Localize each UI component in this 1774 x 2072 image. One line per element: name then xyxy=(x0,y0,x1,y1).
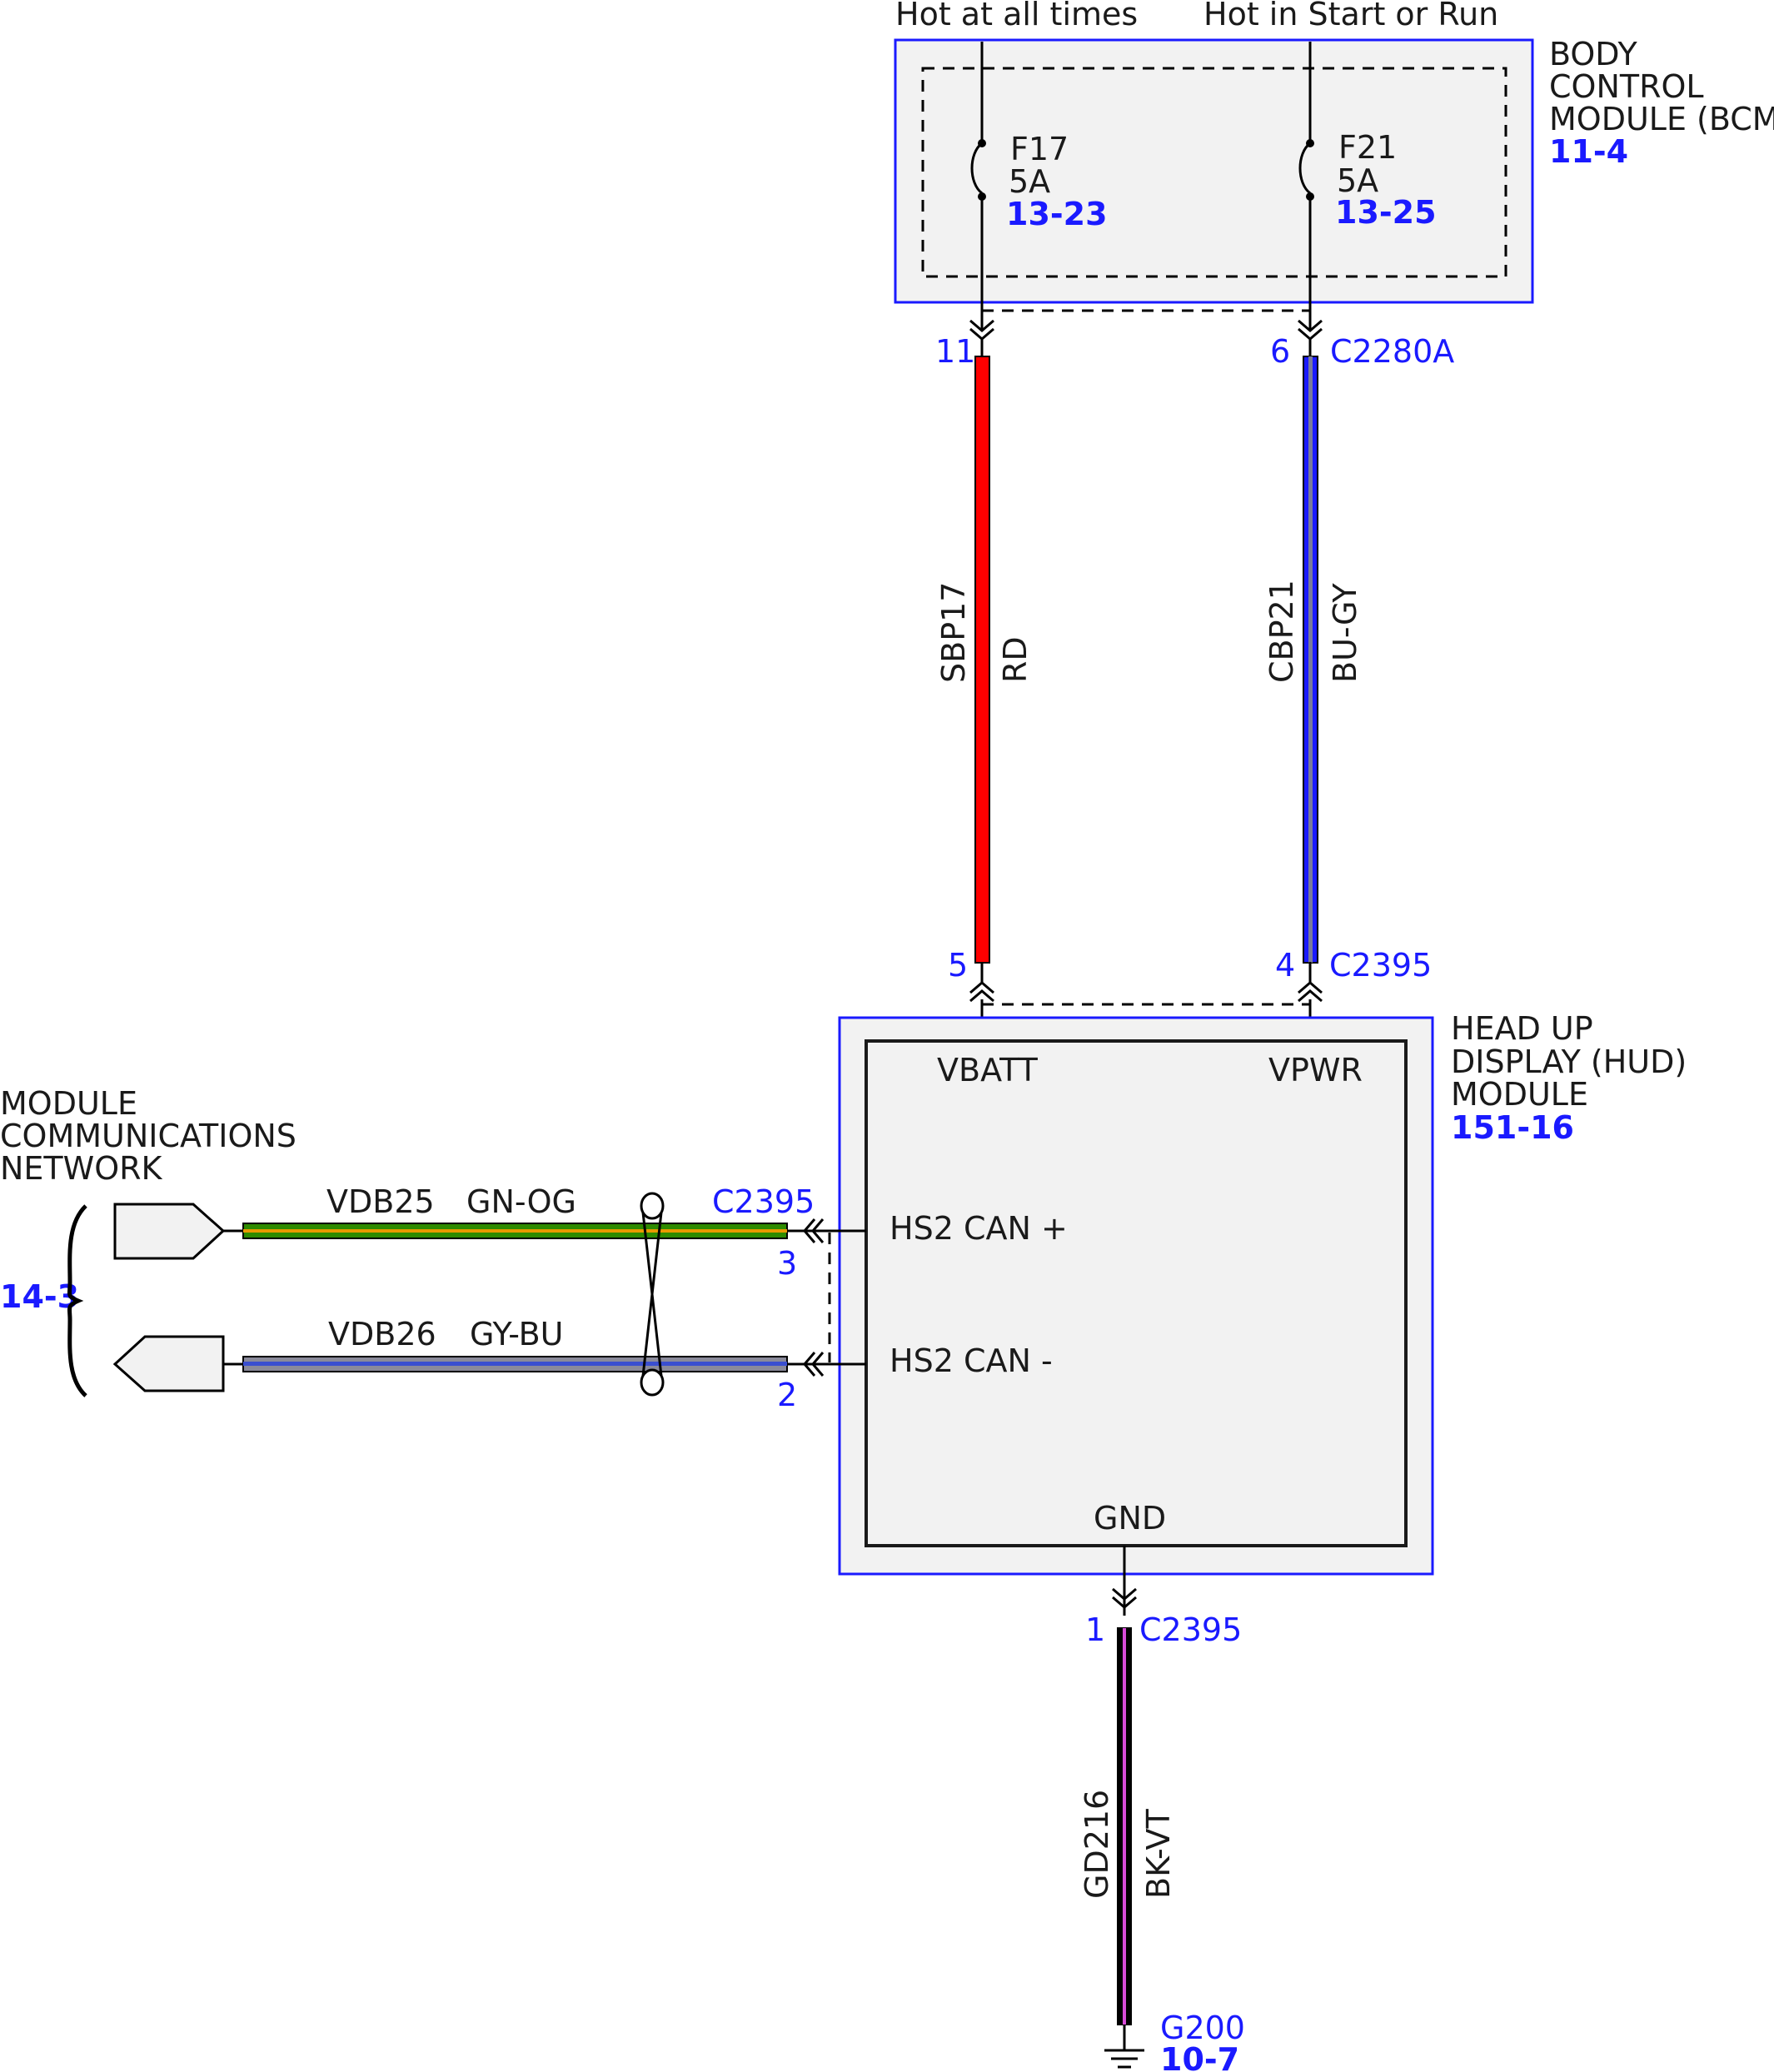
hot-in-start-or-run-label: Hot in Start or Run xyxy=(1203,0,1498,32)
bcm-module[interactable] xyxy=(894,38,1534,304)
wire-cbp21-circuit: CBP21 xyxy=(1263,580,1300,683)
network-label-line3: NETWORK xyxy=(0,1150,163,1187)
can-minus-offpage-connector-icon[interactable] xyxy=(112,1335,225,1392)
c2395-pin3-arrow-icon xyxy=(803,1218,825,1243)
hud-pin-vbatt-label: VBATT xyxy=(937,1052,1039,1088)
hud-pin-vpwr-label: VPWR xyxy=(1268,1052,1363,1088)
c2395-top-connector-label: C2395 xyxy=(1329,947,1432,984)
c2395-bottom-connector-label: C2395 xyxy=(1139,1611,1242,1648)
wire-cbp21-stripe xyxy=(1308,356,1313,963)
bcm-fuse-panel-outline xyxy=(921,67,1507,278)
wire-gd216-stripe xyxy=(1123,1628,1126,2025)
fuse-f21-rating: 5A xyxy=(1337,162,1378,199)
c2395-pin5-arrow-icon xyxy=(969,981,994,1003)
bcm-label-line3: MODULE (BCM) xyxy=(1549,101,1774,137)
c2395-pin-vpwr: 4 xyxy=(1275,947,1295,984)
hud-label-line3: MODULE xyxy=(1451,1076,1588,1113)
c2280a-connector-label: C2280A xyxy=(1330,333,1454,370)
hud-pin-can-minus-label: HS2 CAN - xyxy=(889,1342,1053,1379)
bcm-ref-link[interactable]: 11-4 xyxy=(1549,133,1628,170)
fuse-f17-symbol[interactable] xyxy=(970,139,986,201)
fuse-f21-name: F21 xyxy=(1338,129,1397,166)
c2395-pin-gnd: 1 xyxy=(1085,1611,1105,1648)
c2395-pin1-arrow-icon xyxy=(1112,1587,1137,1609)
wire-gd216-color: BK-VT xyxy=(1140,1809,1177,1899)
fuse-f17-ref-link[interactable]: 13-23 xyxy=(1006,196,1108,232)
hud-label-line1: HEAD UP xyxy=(1451,1010,1593,1047)
wire-vdb25-circuit: VDB25 xyxy=(326,1183,435,1220)
bcm-module-border xyxy=(894,38,1534,304)
c2280a-pin-left: 11 xyxy=(935,333,975,370)
wire-gd216-circuit: GD216 xyxy=(1079,1790,1115,1899)
hot-at-all-times-label: Hot at all times xyxy=(895,0,1138,32)
network-label-line2: COMMUNICATIONS xyxy=(0,1118,296,1154)
network-ref-link[interactable]: 14-3 xyxy=(0,1278,79,1315)
c2395-side-connector-label: C2395 xyxy=(712,1183,815,1220)
ground-ref-link[interactable]: 10-7 xyxy=(1160,2041,1239,2072)
wire-vdb25-stripe xyxy=(243,1229,787,1233)
hud-pin-gnd-label: GND xyxy=(1094,1500,1166,1537)
wire-vdb26-stripe xyxy=(243,1362,787,1366)
bcm-label-line2: CONTROL xyxy=(1549,68,1704,105)
wire-vdb26-color: GY-BU xyxy=(470,1316,564,1352)
fuse-f21-symbol[interactable] xyxy=(1298,139,1314,201)
hud-module-body xyxy=(865,1039,1408,1547)
hud-pin-can-plus-label: HS2 CAN + xyxy=(889,1210,1068,1247)
hud-label-line2: DISPLAY (HUD) xyxy=(1451,1043,1687,1080)
network-label-line1: MODULE xyxy=(0,1085,137,1122)
c2280a-pin-right: 6 xyxy=(1270,333,1290,370)
fuse-f17-rating: 5A xyxy=(1009,163,1050,200)
twisted-pair-icon xyxy=(640,1192,665,1397)
network-brace-icon xyxy=(67,1204,87,1397)
c2395-pin-can-minus: 2 xyxy=(777,1377,797,1413)
c2395-pin2-arrow-icon xyxy=(803,1352,825,1377)
c2395-pin4-arrow-icon xyxy=(1298,981,1323,1003)
c2395-pin-can-plus: 3 xyxy=(777,1245,797,1282)
c2395-pin-vbatt: 5 xyxy=(948,947,968,984)
wire-sbp17[interactable] xyxy=(974,356,990,964)
ground-name: G200 xyxy=(1160,2010,1245,2046)
wire-sbp17-circuit: SBP17 xyxy=(935,582,972,683)
ground-icon xyxy=(1104,2025,1144,2069)
bcm-label-line1: BODY xyxy=(1549,36,1637,72)
wire-sbp17-color: RD xyxy=(997,636,1034,683)
fuse-f17-name: F17 xyxy=(1010,131,1069,167)
can-plus-offpage-connector-icon[interactable] xyxy=(113,1203,226,1260)
hud-ref-link[interactable]: 151-16 xyxy=(1451,1109,1574,1146)
wire-vdb26-circuit: VDB26 xyxy=(328,1316,436,1352)
wire-cbp21-color: BU-GY xyxy=(1327,582,1363,683)
fuse-f21-ref-link[interactable]: 13-25 xyxy=(1335,194,1437,231)
wire-vdb25-color: GN-OG xyxy=(466,1183,576,1220)
